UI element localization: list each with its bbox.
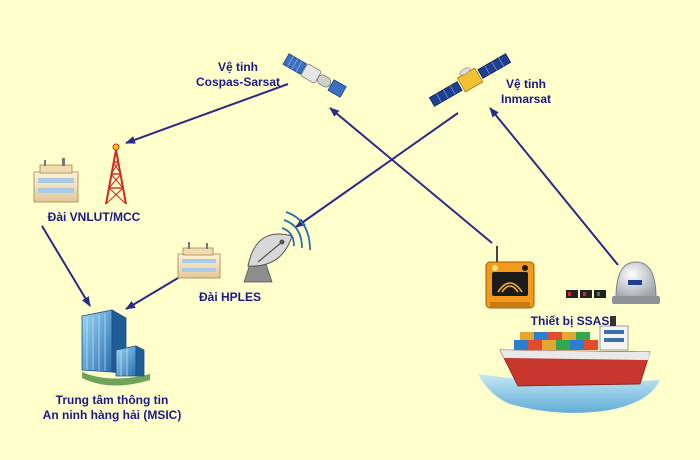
antenna-dome-icon: [612, 261, 660, 304]
msic-label-line-2: An ninh hàng hải (MSIC): [42, 408, 182, 422]
vnlut-station-label: Đài VNLUT/MCC: [34, 210, 154, 225]
arrow-inmarsat-to-hples: [295, 112, 459, 228]
inmarsat-satellite-label: Vệ tinh Inmarsat: [494, 77, 558, 107]
radio-tower-icon: [105, 143, 127, 205]
beacon-icon: [485, 246, 535, 309]
satellite-icon: [428, 53, 512, 107]
cospas-satellite-label: Vệ tinh Cospas-Sarsat: [190, 60, 286, 90]
inmarsat-label-line-2: Inmarsat: [500, 92, 552, 106]
building-icon: [33, 158, 79, 203]
msic-label-line-1: Trung tâm thông tin: [55, 393, 169, 407]
inmarsat-label-line-1: Vệ tinh: [505, 77, 546, 91]
ssas-device-label: Thiết bị SSAS: [522, 314, 618, 329]
cospas-label-line-2: Cospas-Sarsat: [195, 75, 281, 89]
hples-station-label: Đài HPLES: [190, 290, 270, 305]
cospas-label-line-1: Vệ tinh: [217, 60, 258, 74]
ssas-label-text: Thiết bị SSAS: [530, 314, 610, 328]
hples-label-text: Đài HPLES: [198, 290, 261, 304]
building-icon: [177, 242, 221, 279]
msic-center-label: Trung tâm thông tin An ninh hàng hải (MS…: [24, 393, 200, 423]
vnlut-label-text: Đài VNLUT/MCC: [47, 210, 141, 224]
satellite-dish-icon: [243, 211, 311, 283]
arrow-cospas-to-vnlut: [125, 83, 289, 144]
cable-connector-icon: [566, 290, 606, 298]
arrow-vnlut-to-msic: [41, 225, 91, 307]
satellite-icon: [282, 53, 347, 98]
container-ship-icon: [478, 316, 660, 413]
arrow-beacon-to-cospas: [329, 107, 493, 244]
skyscraper-icon: [81, 309, 150, 386]
arrow-dome-to-inmarsat: [489, 107, 619, 266]
arrow-hples-to-msic: [125, 277, 179, 310]
